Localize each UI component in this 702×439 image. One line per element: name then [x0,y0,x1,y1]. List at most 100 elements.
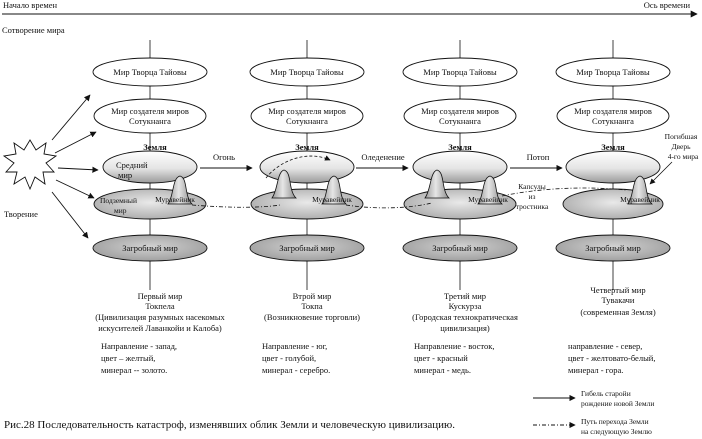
world-3-afterworld [402,234,518,262]
world-3-props-line-3: минерал - медь. [414,365,471,375]
world-4-door-pointer [649,161,673,185]
world-2-props-line-2: цвет - голубой, [262,353,316,363]
legend-dashed-line-1: Путь перехода Земли [581,417,649,426]
world-3-top-ellipse [402,57,518,87]
creation-label: Творение [4,209,38,219]
world-4-title-line-1: Четвертый мир [590,285,645,295]
catastrophe-flood-label: Потоп [527,152,550,162]
world-3-earth-label: Земля [448,142,472,152]
world-4-title-line-3: (современная Земля) [580,307,656,317]
world-1-creators-line-1: Мир создателя миров [111,106,189,116]
world-2-earth-label: Земля [295,142,319,152]
world-4-props-line-2: цвет - желтовато-белый, [568,353,655,363]
world-2-creators-ellipse [250,98,364,134]
world-1-creators-ellipse [93,98,207,134]
world-3-props-line-2: цвет - красный [414,353,468,363]
world-3-title-line-2: Кускурза [449,301,482,311]
world-4-after-label: Загробный мир [585,243,640,253]
world-2-top-label: Мир Творца Тайовы [270,67,344,77]
legend-dashed-line-2: на следующую Землю [581,427,652,436]
world-4-earth [565,150,661,184]
world-1-title-line-2: Токпела [145,301,174,311]
world-2-anthill-label: Муравейник [312,195,352,204]
world-1-under-line-2: мир [114,206,127,215]
legend-solid-line-2: рождение новой Земли [581,399,654,408]
world-3-creators-line-2: Сотукнанга [439,116,481,126]
creation-arrow-earth [57,166,99,173]
world-1-props-line-2: цвет – желтый, [101,353,155,363]
catastrophe-ice-label: Оледенение [361,152,405,162]
world-4-title-line-2: Тувакачи [602,295,635,305]
world-1-middle-line-2: мир [118,170,132,180]
world-4-top-label: Мир Творца Тайовы [576,67,650,77]
world-column-3: Мир Творца Тайовы Мир создателя миров Со… [402,40,518,375]
world-2-props-line-3: минерал - серебро. [262,365,330,375]
world-4-props-line-3: минерал - гора. [568,365,623,375]
world-2-creators-line-2: Сотукнанга [286,116,328,126]
world-1-anthill-label: Муравейник [155,195,195,204]
world-2-props-line-1: Направление - юг, [262,341,327,351]
transition-path-1-2 [191,204,281,208]
world-1-title-line-4: искусителей Лаванкойи и Калоба) [98,323,222,333]
world-column-2: Мир Творца Тайовы Мир создателя миров Со… [249,40,365,375]
world-1-props-line-1: Направление - запад, [101,341,177,351]
world-1-earth-label: Земля [143,142,167,152]
world-2-top-ellipse [249,57,365,87]
world-4-afterworld [555,234,671,262]
time-axis-label: Ось времени [644,0,691,10]
world-2-title-line-1: Втрой мир [293,291,332,301]
world-1-after-label: Загробный мир [122,243,177,253]
world-3-title-line-4: цивилизация) [440,323,490,333]
world-1-under-line-1: Подземный [100,196,137,205]
catastrophe-fire-label: Огонь [213,152,235,162]
world-3-anthill-label: Муравейник [468,195,508,204]
world-4-top-ellipse [555,57,671,87]
world-4-anthill-label: Муравейник [620,195,660,204]
world-1-earth [102,150,198,184]
transition-path-2-3 [345,202,433,209]
world-4-door-line-2: Дверь [671,142,691,151]
world-3-after-label: Загробный мир [432,243,487,253]
world-3-top-label: Мир Творца Тайовы [423,67,497,77]
world-1-props-line-3: минерал -- золото. [101,365,167,375]
world-3-props-line-1: Направление - восток, [414,341,495,351]
capsules-line-3: тростника [516,202,549,211]
creation-burst [2,139,58,191]
world-1-afterworld [92,234,208,262]
world-4-earth-label: Земля [601,142,625,152]
capsules-line-2: из [529,192,536,201]
world-1-title-line-1: Первый мир [138,291,183,301]
world-2-transition-path [265,155,331,179]
world-3-title-line-3: (Городская технократическая [412,312,518,322]
world-3-title-line-1: Третий мир [444,291,486,301]
world-3-hill-left [424,169,450,199]
time-start-label: Начало времен [3,0,57,10]
world-2-title-line-2: Токпа [301,301,322,311]
world-1-middle-line-1: Средний [116,160,148,170]
world-1-top-ellipse [92,57,208,87]
world-4-creators-line-2: Сотукнанга [592,116,634,126]
world-2-hill-left [271,169,297,199]
world-4-props-line-1: направление - север, [568,341,642,351]
world-2-creators-line-1: Мир создателя миров [268,106,346,116]
world-3-creators-line-1: Мир создателя миров [421,106,499,116]
creation-arrow-creators [54,131,97,154]
world-1-title-line-3: (Цивилизация разумных насекомых [95,312,225,322]
world-4-creators-ellipse [556,98,670,134]
world-3-anthill [477,175,503,205]
world-3-creators-ellipse [403,98,517,134]
world-1-top-label: Мир Творца Тайовы [113,67,187,77]
world-4-door-line-3: 4-го мира [668,152,699,161]
figure-caption: Рис.28 Последовательность катастроф, изм… [4,419,455,431]
world-2-afterworld [249,234,365,262]
world-column-4: Мир Творца Тайовы Мир создателя миров Со… [555,40,699,375]
world-1-creators-line-2: Сотукнанга [129,116,171,126]
world-column-1: Мир Творца Тайовы Мир создателя миров Со… [92,40,226,375]
creation-arrow-top [51,94,91,141]
world-4-anthill [627,175,653,205]
creation-arrow-after [51,191,89,239]
legend-solid-line-1: Гибель старойи [581,389,631,398]
creation-arrow-under [55,179,95,199]
